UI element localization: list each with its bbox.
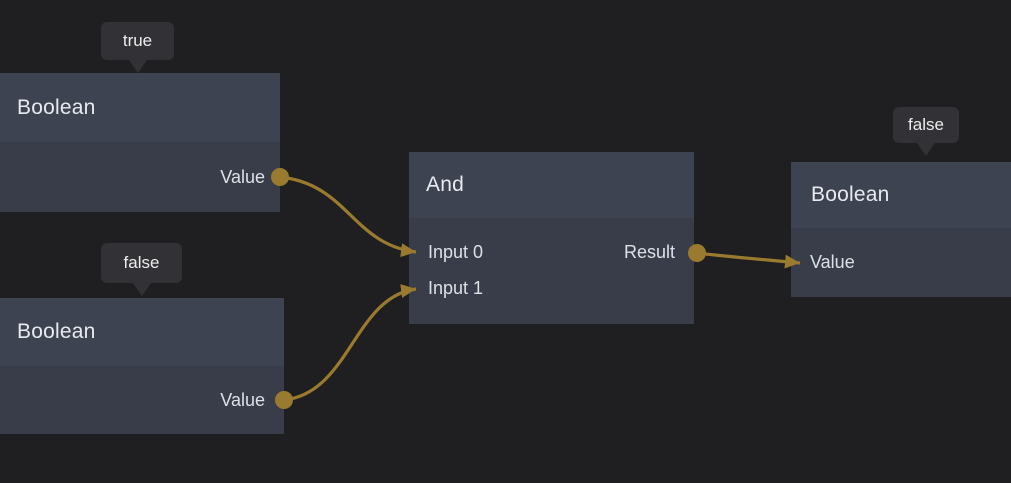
tooltip-pointer xyxy=(128,60,147,73)
node-title: Boolean xyxy=(791,162,1011,228)
value-tooltip-true: true xyxy=(101,22,174,73)
node-boolean-false[interactable]: Boolean Value xyxy=(0,298,284,434)
wire-and-result-to-boolean-value[interactable] xyxy=(696,251,801,269)
node-title: And xyxy=(409,152,694,218)
value-tooltip-false-right: false xyxy=(893,107,959,156)
node-body: Value xyxy=(791,228,1011,297)
output-port-result[interactable]: Result xyxy=(623,241,675,262)
node-body: Input 0 Result Input 1 xyxy=(409,218,694,324)
tooltip-pointer xyxy=(132,283,151,296)
input-port-0[interactable]: Input 0 xyxy=(428,241,484,262)
wire-boolean-true-to-and-input0[interactable] xyxy=(279,175,417,258)
node-boolean-result[interactable]: Boolean Value xyxy=(791,162,1011,297)
node-title: Boolean xyxy=(0,73,280,142)
node-and[interactable]: And Input 0 Result Input 1 xyxy=(409,152,694,324)
input-port-1[interactable]: Input 1 xyxy=(428,277,484,298)
value-tooltip-false-left: false xyxy=(101,243,182,296)
output-port-value[interactable]: Value xyxy=(220,166,265,187)
port-row-input-0: Input 0 Result xyxy=(409,234,694,270)
node-title: Boolean xyxy=(0,298,284,366)
tooltip-text: false xyxy=(123,253,160,272)
tooltip-text: true xyxy=(122,31,153,50)
node-body: Value xyxy=(0,142,280,212)
node-body: Value xyxy=(0,366,284,434)
wire-boolean-false-to-and-input1[interactable] xyxy=(283,284,417,402)
tooltip-text: false xyxy=(908,115,944,134)
tooltip-pointer xyxy=(917,143,935,156)
input-port-value[interactable]: Value xyxy=(810,252,855,272)
node-boolean-true[interactable]: Boolean Value xyxy=(0,73,280,212)
port-row-input-1: Input 1 xyxy=(409,270,694,306)
output-port-value[interactable]: Value xyxy=(220,389,265,410)
